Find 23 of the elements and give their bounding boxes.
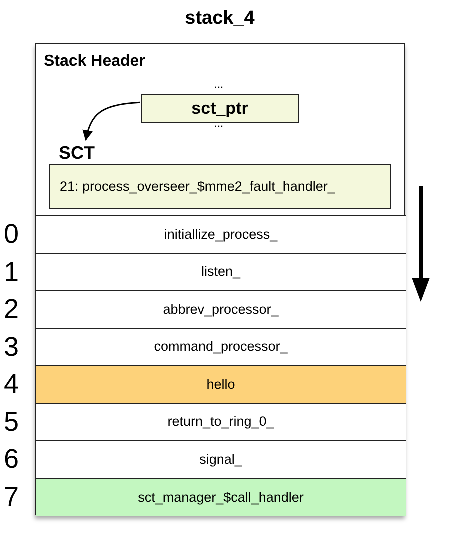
stack-frame: abbrev_processor_ xyxy=(36,291,406,328)
stack-frame: initiallize_process_ xyxy=(36,216,406,254)
stack-frame: command_processor_ xyxy=(36,328,406,366)
curved-arrow xyxy=(82,102,140,142)
frame-number: 6 xyxy=(4,443,20,476)
frame-number: 7 xyxy=(4,480,20,514)
frame-number: 0 xyxy=(4,218,20,251)
stack-frame: signal_ xyxy=(36,441,406,478)
table-entry: 21: process_overseer_$mme2_fault_handler_ xyxy=(49,164,391,209)
pointer-field: sct_ptr xyxy=(141,94,299,123)
stack-frame: hello xyxy=(36,366,406,404)
frame-number: 2 xyxy=(4,293,20,326)
ellipsis-mark: ... xyxy=(213,80,225,91)
stack-frame: listen_ xyxy=(36,254,406,291)
frame-number: 4 xyxy=(4,368,20,401)
table-heading: SCT xyxy=(59,143,95,164)
section-heading: Stack Header xyxy=(44,53,146,71)
stack-frame: sct_manager_$call_handler xyxy=(36,478,406,516)
frame-number: 1 xyxy=(4,256,20,288)
stack-frame: return_to_ring_0_ xyxy=(36,404,406,441)
stack-title: stack_4 xyxy=(184,8,256,30)
frame-number: 3 xyxy=(4,330,20,364)
frame-number: 5 xyxy=(4,406,20,438)
